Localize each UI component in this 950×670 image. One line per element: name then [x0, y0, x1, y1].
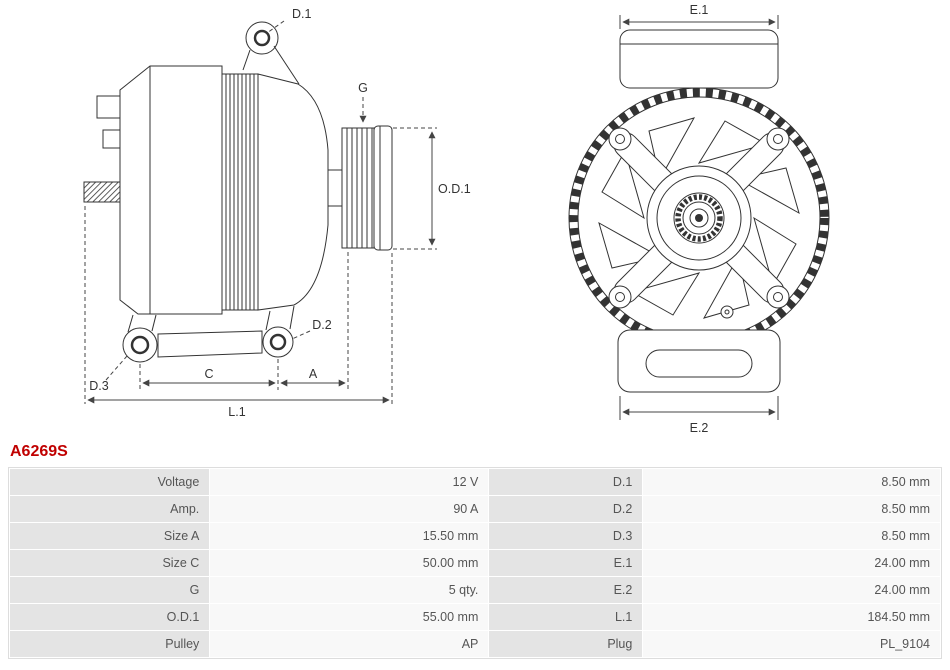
spec-label: D.3: [489, 523, 643, 549]
dim-label-a: A: [309, 367, 318, 381]
spec-table-container: Voltage 12 V D.1 8.50 mm Amp. 90 A D.2 8…: [8, 467, 942, 659]
dim-label-l1: L.1: [228, 405, 245, 419]
bottom-right-hole-d2: [269, 333, 287, 351]
front-view-labels: E.1 E.2: [690, 3, 709, 435]
spec-value: 5 qty.: [210, 577, 489, 603]
spec-value: 50.00 mm: [210, 550, 489, 576]
spec-label: L.1: [489, 604, 643, 630]
terminal-block: [83, 181, 121, 203]
spec-value: 15.50 mm: [210, 523, 489, 549]
top-ear-hole-d1: [253, 29, 271, 47]
shaft-splines: [675, 194, 723, 242]
dim-label-g: G: [358, 81, 368, 95]
spec-value: 8.50 mm: [643, 523, 940, 549]
spec-label: E.1: [489, 550, 643, 576]
spec-value: 184.50 mm: [643, 604, 940, 630]
dim-label-d3: D.3: [89, 379, 109, 393]
dim-label-d2: D.2: [312, 318, 332, 332]
spec-value: 24.00 mm: [643, 577, 940, 603]
table-row: O.D.1 55.00 mm L.1 184.50 mm: [10, 604, 940, 630]
table-row: Voltage 12 V D.1 8.50 mm: [10, 469, 940, 495]
spec-value: 90 A: [210, 496, 489, 522]
side-view-labels: D.1 G O.D.1 D.2 D.3 C A L.1: [89, 7, 470, 419]
bottom-slot: [645, 349, 753, 378]
spec-label: E.2: [489, 577, 643, 603]
pulley-flange: [373, 125, 393, 251]
spec-label: G: [10, 577, 210, 603]
table-row: Pulley AP Plug PL_9104: [10, 631, 940, 657]
table-row: Size A 15.50 mm D.3 8.50 mm: [10, 523, 940, 549]
table-row: Size C 50.00 mm E.1 24.00 mm: [10, 550, 940, 576]
spec-value: AP: [210, 631, 489, 657]
top-ear: [245, 21, 279, 55]
spec-label: Voltage: [10, 469, 210, 495]
spec-label: O.D.1: [10, 604, 210, 630]
spec-value: PL_9104: [643, 631, 940, 657]
bottom-left-hole-d3: [130, 335, 150, 355]
side-view-dimensions: [84, 20, 437, 404]
table-row: G 5 qty. E.2 24.00 mm: [10, 577, 940, 603]
spec-value: 55.00 mm: [210, 604, 489, 630]
spec-label: Plug: [489, 631, 643, 657]
spec-value: 24.00 mm: [643, 550, 940, 576]
spec-label: D.1: [489, 469, 643, 495]
side-view-drawing: [83, 21, 393, 363]
dim-label-d1: D.1: [292, 7, 312, 21]
spec-value: 8.50 mm: [643, 469, 940, 495]
spec-label: D.2: [489, 496, 643, 522]
alternator-technical-drawings: D.1 G O.D.1 D.2 D.3 C A L.1: [83, 3, 830, 435]
spec-label: Pulley: [10, 631, 210, 657]
spec-value: 12 V: [210, 469, 489, 495]
dim-label-e1: E.1: [690, 3, 709, 17]
front-view-drawing: [568, 29, 830, 393]
dim-label-e2: E.2: [690, 421, 709, 435]
part-number: A6269S: [10, 443, 68, 460]
dim-label-od1: O.D.1: [438, 182, 471, 196]
spec-label: Size A: [10, 523, 210, 549]
spec-table: Voltage 12 V D.1 8.50 mm Amp. 90 A D.2 8…: [9, 468, 941, 658]
spec-value: 8.50 mm: [643, 496, 940, 522]
front-view-dimensions: [619, 15, 779, 420]
table-row: Amp. 90 A D.2 8.50 mm: [10, 496, 940, 522]
dim-label-c: C: [204, 367, 213, 381]
spec-label: Size C: [10, 550, 210, 576]
spec-label: Amp.: [10, 496, 210, 522]
